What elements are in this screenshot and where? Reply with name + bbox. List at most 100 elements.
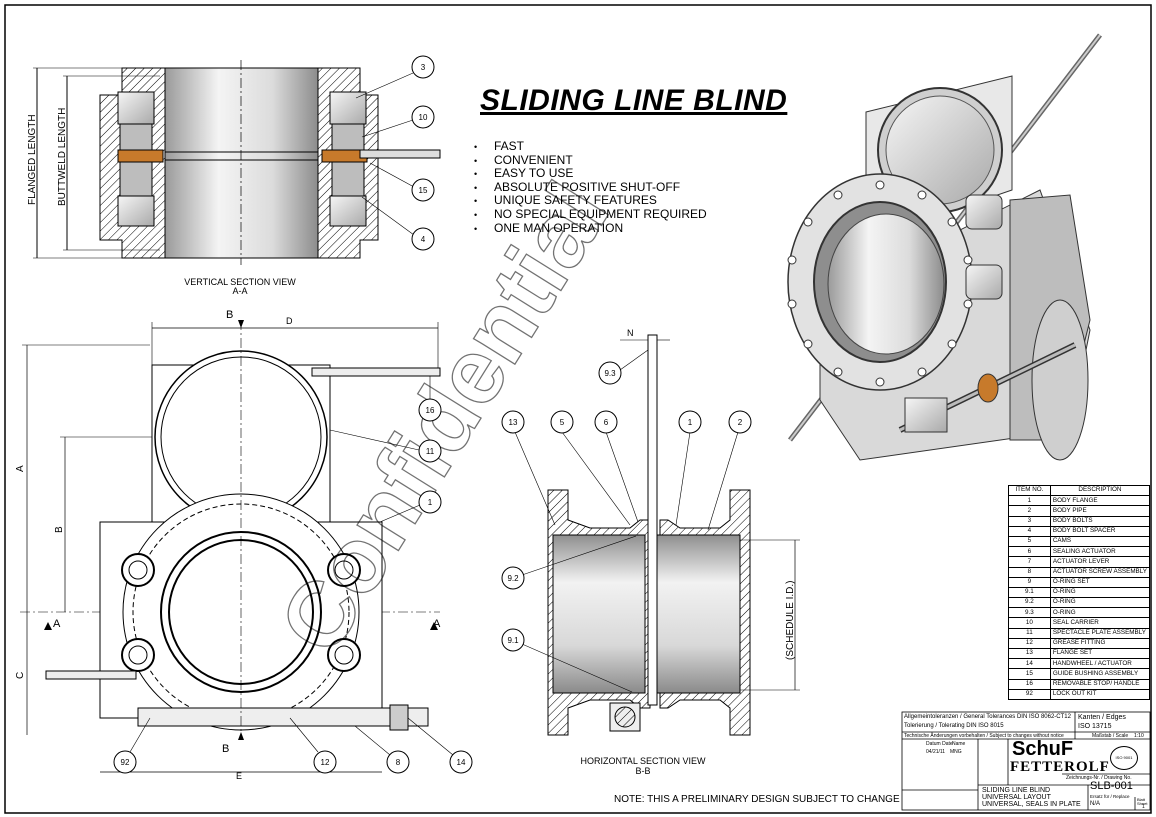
balloon-1 [418, 490, 442, 514]
balloon-12-label: 12 [321, 758, 330, 767]
dim-b-bottom: B [222, 743, 229, 755]
balloon-16-label: 16 [426, 406, 435, 415]
balloon-13 [501, 410, 525, 434]
bom-header-item: ITEM NO. [1008, 484, 1051, 497]
section-a-left: A [53, 618, 61, 630]
balloon-9-2 [501, 566, 525, 590]
bom-item-no: 9 [1008, 576, 1051, 588]
name-value: MNG [950, 749, 962, 755]
dim-e: E [236, 771, 242, 781]
dim-b-side: B [54, 526, 65, 533]
bom-description: BODY BOLTS [1049, 515, 1151, 527]
balloon-10 [411, 105, 435, 129]
balloon-13-label: 13 [509, 418, 518, 427]
bom-description: BODY PIPE [1049, 505, 1151, 517]
balloon-9-3-label: 9.3 [604, 369, 616, 378]
title-block: Allgemeintoleranzen / General Tolerances… [902, 712, 1150, 810]
balloon-4-label: 4 [421, 235, 426, 244]
bom-description: SPECTACLE PLATE ASSEMBLY [1049, 627, 1151, 639]
balloon-92-label: 92 [121, 758, 130, 767]
dim-schedule-id: (SCHEDULE I.D.) [785, 581, 796, 660]
bom-header-row: ITEM NO. DESCRIPTION [1008, 484, 1151, 497]
balloon-6 [594, 410, 618, 434]
balloon-2 [728, 410, 752, 434]
bom-description: GREASE FITTING [1049, 637, 1151, 650]
front-view [20, 320, 441, 773]
bom-item-no: 15 [1008, 668, 1051, 680]
caption-vertical-1: VERTICAL SECTION VIEW [184, 277, 296, 287]
caption-horizontal-1: HORIZONTAL SECTION VIEW [580, 756, 706, 766]
balloon-8 [386, 750, 410, 774]
balloon-10-label: 10 [419, 113, 428, 122]
balloon-15-label: 15 [419, 186, 428, 195]
replace-value: N/A [1090, 801, 1101, 807]
balloon-11 [418, 439, 442, 463]
dim-flanged-length: FLANGED LENGTH [27, 114, 38, 205]
balloon-6-label: 6 [604, 418, 609, 427]
balloon-5-label: 5 [560, 418, 565, 427]
caption-horizontal-2: B-B [635, 766, 650, 776]
dim-a: A [15, 465, 26, 472]
isometric-render [787, 33, 1102, 461]
balloon-9-3 [598, 361, 622, 385]
balloon-1-horizontal [678, 410, 702, 434]
bom-item-no: 3 [1008, 515, 1051, 527]
sheet-border [4, 4, 1152, 814]
drawing-number: SLB-001 [1090, 780, 1133, 792]
bom-description: SEAL CARRIER [1049, 617, 1151, 629]
bom-description: O-RING SET [1049, 576, 1151, 588]
feature-item: ONE MAN OPERATION [474, 221, 707, 236]
bom-description: BODY BOLT SPACER [1049, 525, 1151, 537]
description-line-3: UNIVERSAL, SEALS IN PLATE [982, 801, 1081, 808]
balloon-12 [313, 750, 337, 774]
balloon-11-label: 11 [426, 447, 435, 456]
bom-item-no: 8 [1008, 566, 1051, 578]
feature-list: FAST CONVENIENT EASY TO USE ABSOLUTE POS… [474, 140, 707, 235]
feature-item: ABSOLUTE POSITIVE SHUT-OFF [474, 181, 707, 195]
bom-item-no: 6 [1008, 546, 1051, 558]
balloon-9-1 [501, 628, 525, 652]
bom-description: O-RING [1049, 607, 1151, 619]
bom-item-no: 4 [1008, 525, 1051, 537]
balloon-92 [113, 750, 137, 774]
edges-line-2: ISO 13715 [1078, 723, 1112, 730]
bom-description: LOCK OUT KIT [1049, 688, 1151, 700]
iso-badge: ISO 9001 [1110, 746, 1138, 770]
bom-item-no: 1 [1008, 495, 1051, 507]
balloon-15 [411, 178, 435, 202]
edges-line-1: Kanten / Edges [1078, 714, 1126, 721]
bom-item-no: 12 [1008, 637, 1051, 650]
bom-description: ACTUATOR LEVER [1049, 556, 1151, 568]
dim-d: D [286, 316, 293, 326]
scale-value: 1:10 [1134, 733, 1144, 739]
bom-item-no: 9.1 [1008, 586, 1051, 599]
preliminary-note: NOTE: THIS A PRELIMINARY DESIGN SUBJECT … [614, 794, 900, 805]
name-label: Name [952, 741, 966, 747]
description-line-1: SLIDING LINE BLIND [982, 787, 1051, 794]
bom-item-no: 9.2 [1008, 597, 1051, 609]
dim-n: N [627, 328, 634, 338]
date-label: Datum Date [926, 741, 953, 747]
description-line-2: UNIVERSAL LAYOUT [982, 794, 1051, 801]
tolerances-line-1: Allgemeintoleranzen / General Tolerances… [904, 714, 1071, 720]
bom-item-no: 10 [1008, 617, 1051, 629]
bom-item-no: 9.3 [1008, 607, 1051, 619]
scale-label: Maßstab / Scale [1092, 733, 1129, 739]
bom-item-no: 92 [1008, 688, 1051, 700]
section-a-right: A [433, 618, 441, 630]
